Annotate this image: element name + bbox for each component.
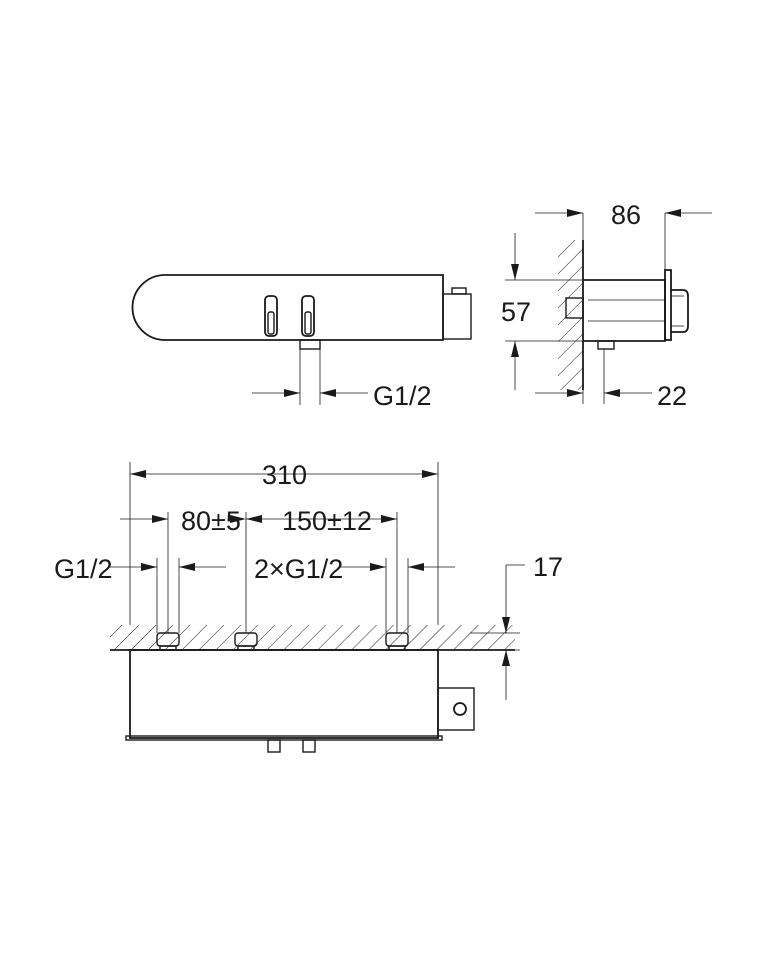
arrow-head xyxy=(230,515,246,523)
front-view-outlet-left xyxy=(267,739,281,753)
arrow-head xyxy=(511,264,519,280)
top-view-knob xyxy=(442,293,472,340)
arrow-head xyxy=(179,563,195,571)
arrow-head xyxy=(567,209,583,217)
arrow-head xyxy=(152,515,168,523)
dim-label-left-thread: G1/2 xyxy=(54,554,113,584)
front-view-body xyxy=(129,649,439,739)
dim-label-wall-offset: 22 xyxy=(657,381,687,411)
side-view-button xyxy=(671,289,689,333)
arrow-head xyxy=(567,389,583,397)
top-view-outlet xyxy=(299,339,321,350)
arrow-head xyxy=(130,470,146,478)
top-view-button-left xyxy=(264,295,278,337)
dim-label-depth: 86 xyxy=(611,200,641,230)
front-view-baseplate xyxy=(125,735,443,741)
front-view-inlet-left-base xyxy=(159,645,177,651)
front-view-knob xyxy=(437,687,475,731)
front-view: 310 80±5 150±12 G1/2 2×G1/2 xyxy=(54,460,563,753)
top-view-button-right xyxy=(301,295,315,337)
side-view-body xyxy=(583,279,666,342)
arrow-head xyxy=(502,650,510,666)
arrow-head xyxy=(381,515,397,523)
arrow-head xyxy=(284,389,300,397)
side-view-inlet xyxy=(565,297,584,319)
arrow-head xyxy=(408,563,424,571)
dim-label-recess-depth: 17 xyxy=(533,552,563,582)
dim-label-height: 57 xyxy=(501,297,531,327)
dim-label-right-spacing: 150±12 xyxy=(282,506,372,536)
side-view: 86 57 22 xyxy=(501,200,712,411)
dim-label-overall-length: 310 xyxy=(262,460,307,490)
side-view-outlet xyxy=(597,340,615,350)
top-view-body xyxy=(131,274,444,341)
wall-hatch xyxy=(558,240,583,390)
dim-label-left-spacing: 80±5 xyxy=(181,506,241,536)
arrow-head xyxy=(141,563,157,571)
top-view-button-right-inner xyxy=(304,311,312,335)
top-view-button-left-inner xyxy=(267,311,275,335)
dim-label-outlet-thread: G1/2 xyxy=(373,381,432,411)
arrow-head xyxy=(665,209,681,217)
arrow-head xyxy=(604,389,620,397)
front-view-inlet-middle-base xyxy=(237,645,255,651)
arrow-head xyxy=(370,563,386,571)
front-view-knob-hub xyxy=(453,702,467,716)
front-view-inlet-right-base xyxy=(388,645,406,651)
arrow-head xyxy=(511,341,519,357)
arrow-head xyxy=(320,389,336,397)
arrow-head xyxy=(502,617,510,633)
front-view-outlet-right xyxy=(302,739,316,753)
side-view-faceplate xyxy=(664,269,672,341)
top-view: G1/2 xyxy=(131,274,472,411)
dim-label-inlet-threads: 2×G1/2 xyxy=(254,554,343,584)
top-view-knob-cap xyxy=(451,287,467,295)
arrow-head xyxy=(422,470,438,478)
